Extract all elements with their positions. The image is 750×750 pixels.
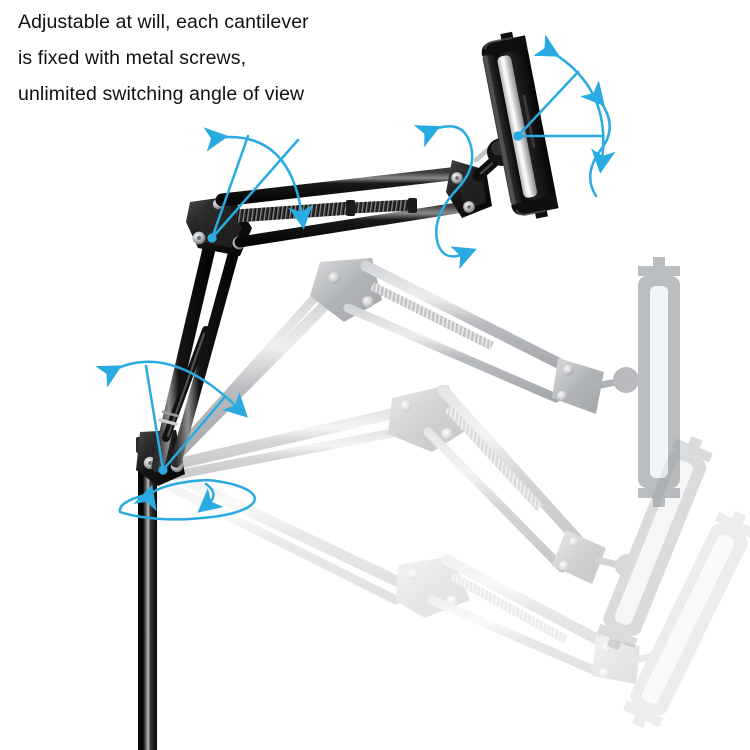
ghost-cradle-mid xyxy=(638,257,680,507)
caption-line-3: unlimited switching angle of view xyxy=(18,83,305,105)
ghost-arm-mid xyxy=(155,257,680,507)
caption-line-1: Adjustable at will, each cantilever xyxy=(18,11,309,33)
caption-block: Adjustable at will, each cantilever is f… xyxy=(18,4,538,112)
mounting-pole xyxy=(136,437,157,750)
caption-line-2: is fixed with metal screws, xyxy=(18,47,247,69)
ghost-arm-lower xyxy=(155,384,713,651)
